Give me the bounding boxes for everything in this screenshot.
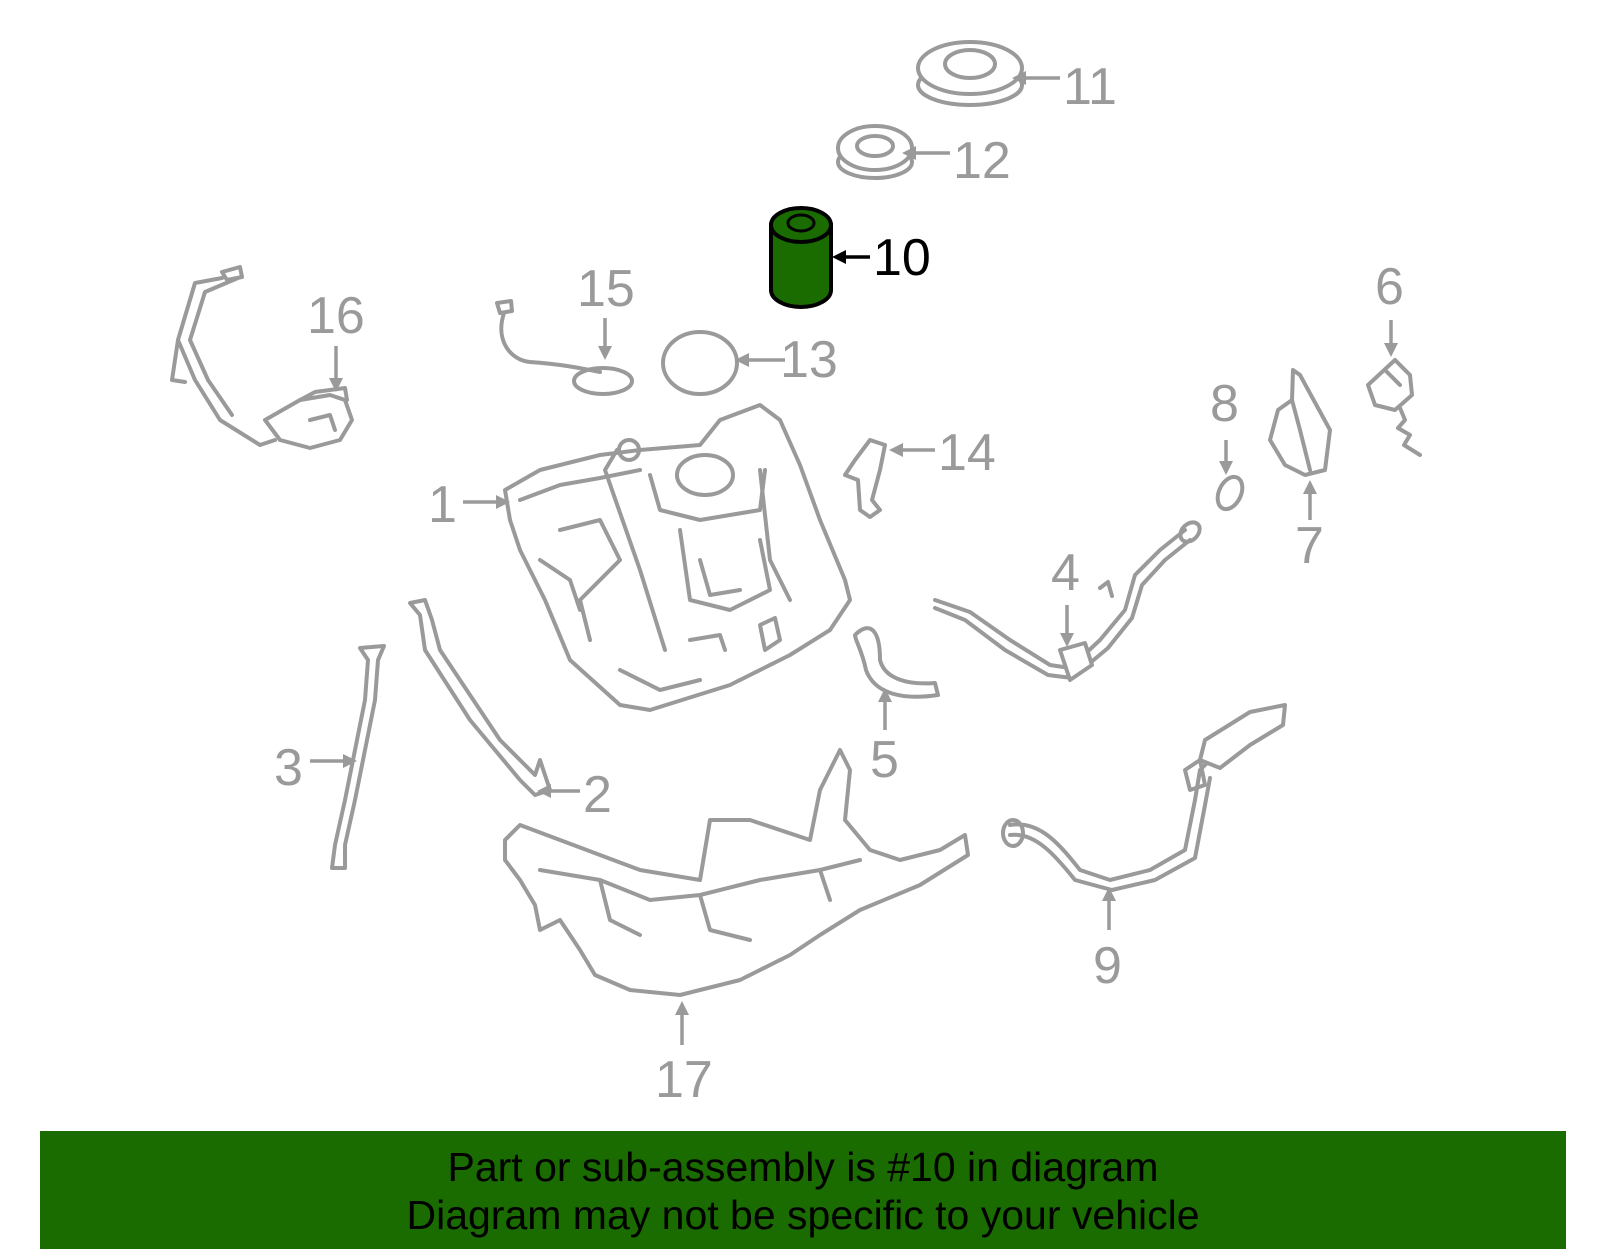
banner-line-disclaimer: Diagram may not be specific to your vehi… [406, 1192, 1200, 1238]
part-16-bracket [170, 265, 354, 450]
part-8-o-ring [1215, 474, 1245, 512]
callout-5: 5 [870, 731, 899, 789]
part-14-bracket [843, 438, 887, 519]
banner-line-part: Part or sub-assembly is #10 in diagram [447, 1144, 1159, 1190]
part-13-o-ring [661, 330, 739, 396]
part-10-fuel-filter [769, 206, 833, 309]
callout-10: 10 [873, 229, 931, 287]
part-3-strap [330, 644, 386, 870]
callout-labels: 11 12 10 15 16 13 6 1 14 8 7 4 5 3 2 9 1… [274, 58, 1404, 1109]
part-4-filler-pipe [933, 520, 1202, 682]
part-1-fuel-tank [503, 403, 852, 712]
callout-8: 8 [1210, 375, 1239, 433]
part-11-grommet [916, 40, 1024, 107]
callout-6: 6 [1375, 258, 1404, 316]
callout-9: 9 [1093, 937, 1122, 995]
part-15-harness [495, 299, 634, 396]
callout-7: 7 [1295, 517, 1324, 575]
callout-arrows [310, 71, 1398, 1045]
part-6-fuel-cap [1366, 358, 1422, 457]
callout-16: 16 [307, 287, 365, 345]
part-9-vapor-line [1001, 703, 1287, 892]
callout-13: 13 [780, 331, 838, 389]
info-banner: Part or sub-assembly is #10 in diagram D… [40, 1131, 1566, 1249]
callout-4: 4 [1051, 544, 1080, 602]
callout-2: 2 [583, 766, 612, 824]
callout-14: 14 [938, 424, 996, 482]
callout-3: 3 [274, 739, 303, 797]
part-12-seal [836, 124, 914, 180]
part-2-strap [408, 598, 552, 797]
callout-12: 12 [953, 132, 1011, 190]
callout-17: 17 [655, 1051, 713, 1109]
part-5-hose [853, 626, 940, 699]
part-7-filler-door [1268, 368, 1332, 477]
callout-11: 11 [1063, 58, 1117, 116]
part-17-shield [503, 748, 970, 997]
callout-15: 15 [577, 260, 635, 318]
callout-1: 1 [428, 476, 457, 534]
